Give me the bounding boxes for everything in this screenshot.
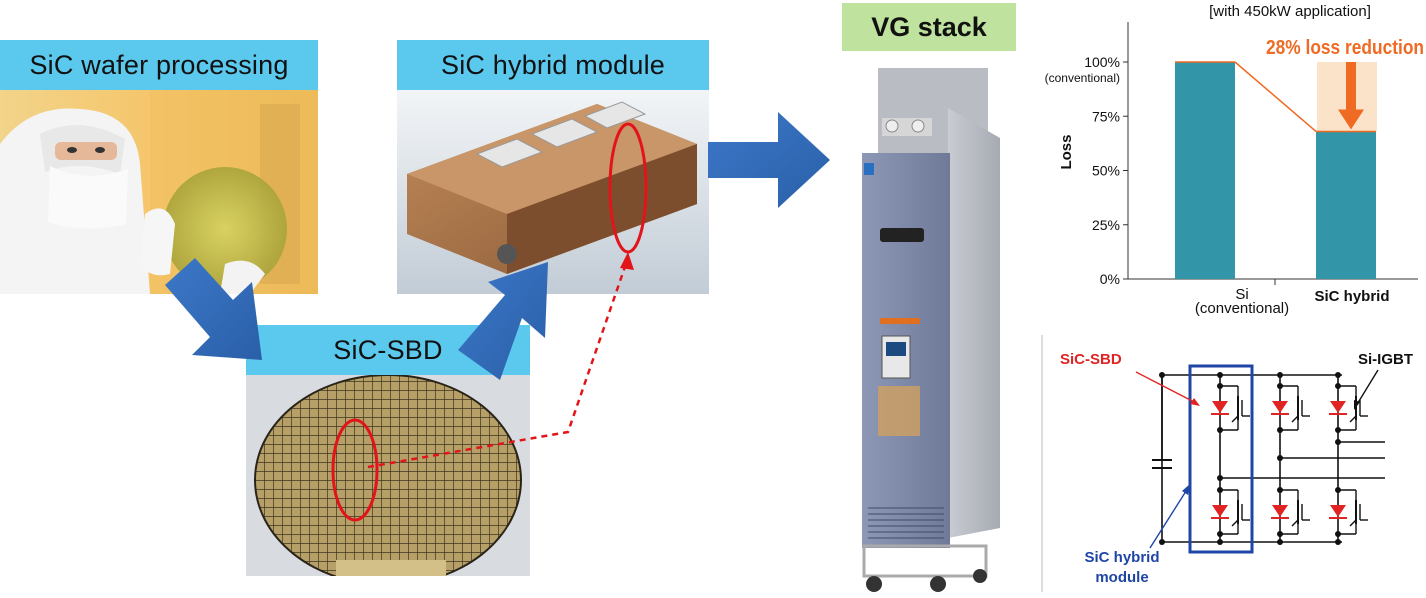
node-dot (1217, 475, 1223, 481)
vg-stack-label: VG stack (842, 3, 1016, 51)
sbd-diode-icon (1212, 505, 1228, 517)
x-tick-label-si: Si (1235, 286, 1248, 303)
inverter-leg (1211, 372, 1250, 545)
y-tick-label: 50% (1092, 163, 1120, 179)
node-dot (1335, 539, 1341, 545)
node-dot (1335, 439, 1341, 445)
x-tick-label-sic-hybrid: SiC hybrid (1314, 288, 1389, 305)
y-tick-label: 0% (1100, 271, 1120, 287)
hybrid-module-box (1188, 364, 1254, 554)
module-circuit-label-2: module (1095, 569, 1148, 586)
y-tick-label: 100% (1084, 54, 1120, 70)
inverter-leg (1271, 372, 1310, 545)
y-tick-label: 25% (1092, 217, 1120, 233)
igbt-emitter (1231, 519, 1239, 527)
hybrid-module-photo (397, 84, 709, 294)
node-dot (1335, 531, 1341, 537)
inverter-circuit: SiC-SBD Si-IGBT SiC hybrid module (1041, 335, 1413, 592)
igbt-emitter (1349, 519, 1357, 527)
node-dot (1277, 531, 1283, 537)
igbt-emitter (1291, 519, 1299, 527)
bar-si (1175, 62, 1235, 279)
y-axis-label: Loss (1058, 134, 1075, 169)
chart-note: [with 450kW application] (1209, 3, 1371, 20)
sbd-highlight-ellipse (331, 418, 379, 522)
sbd-to-module-dotted-link (367, 257, 630, 469)
module-highlight-ellipse (608, 122, 648, 254)
node-dot (1217, 372, 1223, 378)
loss-reduction-annotation: 28% loss reduction (1266, 37, 1424, 59)
sbd-wafer-photo (246, 372, 530, 576)
node-dot (1335, 427, 1341, 433)
node-dot (1217, 487, 1223, 493)
loss-chart: [with 450kW application] 0% 25% 50% 75% 100%… (1045, 3, 1424, 317)
wafer-processing-photo (0, 84, 318, 294)
sbd-diode-icon (1330, 401, 1346, 413)
sbd-diode-icon (1272, 401, 1288, 413)
reduction-slope-line (1234, 61, 1317, 133)
reduction-arrow-head (1338, 109, 1364, 130)
bar-sic-hybrid (1316, 131, 1376, 279)
igbt-emitter (1291, 415, 1299, 423)
arrow-to-vg-stack (708, 112, 830, 208)
inverter-leg (1329, 372, 1368, 545)
igbt-emitter (1349, 415, 1357, 423)
node-dot (1217, 539, 1223, 545)
wafer-processing-label: SiC wafer processing (0, 40, 318, 90)
x-tick-label-si-sub: (conventional) (1195, 300, 1289, 317)
igbt-circuit-label: Si-IGBT (1358, 351, 1413, 368)
module-circuit-label-1: SiC hybrid (1084, 549, 1159, 566)
node-dot (1277, 487, 1283, 493)
node-dot (1277, 455, 1283, 461)
node-dot (1335, 487, 1341, 493)
node-dot (1277, 372, 1283, 378)
arrow-to-module (458, 262, 548, 380)
sbd-diode-icon (1272, 505, 1288, 517)
hybrid-module-label: SiC hybrid module (397, 40, 709, 90)
node-dot (1217, 531, 1223, 537)
igbt-emitter (1231, 415, 1239, 423)
reduction-arrow-shaft (1346, 62, 1356, 112)
y-tick-sublabel: (conventional) (1045, 71, 1120, 85)
arrow-to-sbd (165, 258, 262, 360)
node-dot (1217, 427, 1223, 433)
node-dot (1277, 427, 1283, 433)
sbd-diode-icon (1212, 401, 1228, 413)
node-dot (1335, 383, 1341, 389)
y-tick-label: 75% (1092, 108, 1120, 124)
vg-stack-photo (850, 68, 1010, 594)
node-dot (1277, 383, 1283, 389)
node-dot (1335, 372, 1341, 378)
node-dot (1217, 383, 1223, 389)
sbd-diode-icon (1330, 505, 1346, 517)
sbd-circuit-label: SiC-SBD (1060, 351, 1122, 368)
node-dot (1277, 539, 1283, 545)
